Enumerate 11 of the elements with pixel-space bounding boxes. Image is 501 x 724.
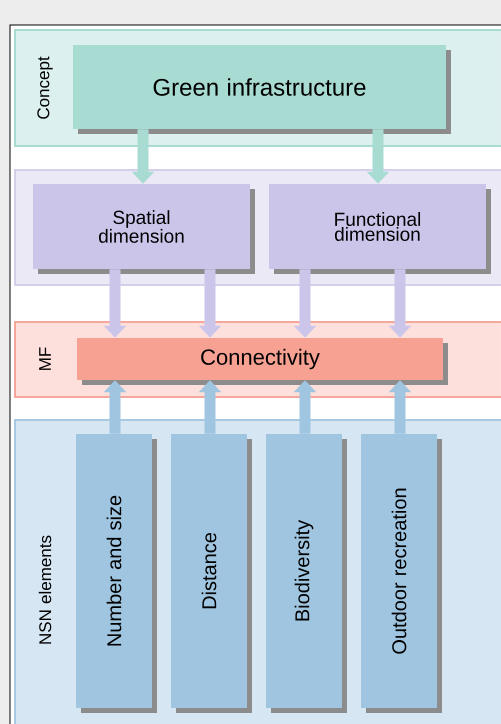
band-label: Concept (37, 56, 53, 119)
band-label: MF (39, 347, 51, 370)
element-box: Number and size (76, 434, 157, 713)
dimension-box: Spatial dimension (33, 184, 255, 274)
function-box: Connectivity (77, 338, 448, 385)
dimension-box: Functional dimension (269, 184, 491, 274)
element-box: Distance (171, 434, 252, 713)
band-label: NSN elements (38, 536, 52, 644)
element-box: Biodiversity (266, 434, 347, 713)
concept-box: Green infrastructure (73, 45, 451, 134)
element-box: Outdoor recreation (361, 434, 442, 713)
